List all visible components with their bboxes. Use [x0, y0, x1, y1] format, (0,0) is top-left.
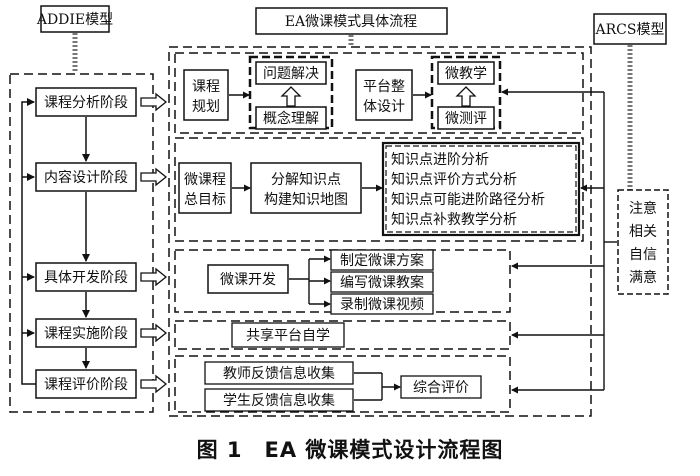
micro-dev-box: 微课开发 [207, 264, 289, 294]
svg-text:具体开发阶段: 具体开发阶段 [44, 270, 128, 286]
svg-text:总目标: 总目标 [184, 192, 226, 208]
problem-solving-box: 问题解决 [255, 61, 327, 85]
up-arrow-icon [280, 86, 302, 107]
student-feedback-box: 学生反馈信息收集 [204, 388, 354, 412]
ea-process-text: EA微课模式具体流程 [285, 14, 417, 30]
concept-understanding-box: 概念理解 [255, 106, 327, 130]
addie-model-label: ADDIE模型 [36, 5, 113, 33]
ea-container [168, 46, 592, 417]
svg-text:综合评价: 综合评价 [413, 380, 469, 396]
svg-text:问题解决: 问题解决 [263, 66, 319, 82]
stage-course-analysis: 课程分析阶段 [35, 87, 137, 117]
row1-container [174, 52, 584, 134]
dev-video-box: 录制微课视频 [330, 293, 434, 315]
dev-plan-box: 制定微课方案 [330, 249, 434, 271]
arcs-model-label: ARCS模型 [593, 13, 667, 45]
svg-text:相关: 相关 [629, 224, 657, 240]
arcs-model-text: ARCS模型 [595, 22, 665, 38]
stage-development: 具体开发阶段 [35, 262, 137, 292]
svg-text:构建知识地图: 构建知识地图 [264, 191, 348, 208]
svg-text:分解知识点: 分解知识点 [271, 171, 341, 188]
svg-text:注意: 注意 [629, 200, 657, 217]
svg-text:制定微课方案: 制定微课方案 [340, 252, 424, 269]
svg-text:自信: 自信 [629, 247, 657, 263]
stage-content-design: 内容设计阶段 [35, 162, 137, 192]
dev-lesson-box: 编写微课教案 [330, 271, 434, 293]
decompose-box: 分解知识点 构建知识地图 [250, 162, 362, 214]
svg-text:课程分析阶段: 课程分析阶段 [44, 95, 128, 111]
feedback-merge-arrows [354, 372, 401, 401]
svg-text:课程: 课程 [192, 79, 220, 95]
svg-text:体设计: 体设计 [363, 99, 405, 115]
svg-text:满意: 满意 [629, 269, 657, 286]
svg-text:课程评价阶段: 课程评价阶段 [44, 377, 128, 393]
analysis-list-box: 知识点进阶分析 知识点评价方式分析 知识点可能进阶路径分析 知识点补救教学分析 [381, 141, 581, 237]
svg-text:微课开发: 微课开发 [220, 272, 276, 288]
feedback-loop [21, 98, 36, 385]
svg-text:概念理解: 概念理解 [263, 110, 319, 127]
svg-text:微测评: 微测评 [445, 111, 487, 127]
svg-text:内容设计阶段: 内容设计阶段 [44, 169, 128, 186]
addie-container [9, 73, 154, 413]
analysis-item: 知识点评价方式分析 [391, 171, 517, 188]
arcs-feedback-lines [501, 88, 617, 394]
micro-evaluation-box: 微测评 [437, 106, 495, 130]
addie-model-text: ADDIE模型 [36, 12, 113, 28]
analysis-item: 知识点补救教学分析 [391, 211, 517, 228]
svg-text:教师反馈信息收集: 教师反馈信息收集 [223, 365, 335, 382]
analysis-item: 知识点进阶分析 [391, 151, 489, 168]
overall-goal-box: 微课程 总目标 [178, 162, 232, 214]
platform-study-box: 共享平台自学 [231, 322, 345, 348]
stage-implementation: 课程实施阶段 [35, 318, 137, 348]
analysis-item: 知识点可能进阶路径分析 [391, 191, 545, 208]
svg-text:平台整: 平台整 [363, 79, 405, 95]
svg-text:共享平台自学: 共享平台自学 [246, 327, 330, 344]
svg-text:微课程: 微课程 [184, 172, 226, 188]
platform-design-box: 平台整 体设计 [355, 69, 413, 121]
ea-process-label: EA微课模式具体流程 [255, 7, 448, 35]
dev-branch-arrows [289, 255, 331, 308]
stage-evaluation: 课程评价阶段 [35, 369, 137, 399]
svg-text:学生反馈信息收集: 学生反馈信息收集 [223, 392, 335, 409]
micro-teaching-box: 微教学 [437, 61, 495, 85]
course-plan-box: 课程 规划 [183, 69, 229, 121]
arcs-attributes-box: 注意 相关 自信 满意 [617, 189, 669, 295]
svg-text:规划: 规划 [192, 99, 220, 115]
svg-text:录制微课视频: 录制微课视频 [340, 297, 424, 313]
teacher-feedback-box: 教师反馈信息收集 [204, 361, 354, 385]
svg-text:课程实施阶段: 课程实施阶段 [44, 326, 128, 342]
double-arrows [140, 92, 168, 394]
svg-text:微教学: 微教学 [445, 66, 487, 82]
row2-container [174, 137, 584, 242]
ea-flowchart: ADDIE模型 EA微课模式具体流程 ARCS模型 课程分析阶段 内容设计阶段 … [9, 5, 669, 417]
overall-evaluation-box: 综合评价 [400, 375, 482, 399]
svg-text:编写微课教案: 编写微课教案 [340, 274, 424, 291]
figure-caption: 图 1 EA 微课模式设计流程图 [196, 438, 504, 462]
up-arrow-icon [455, 86, 477, 107]
